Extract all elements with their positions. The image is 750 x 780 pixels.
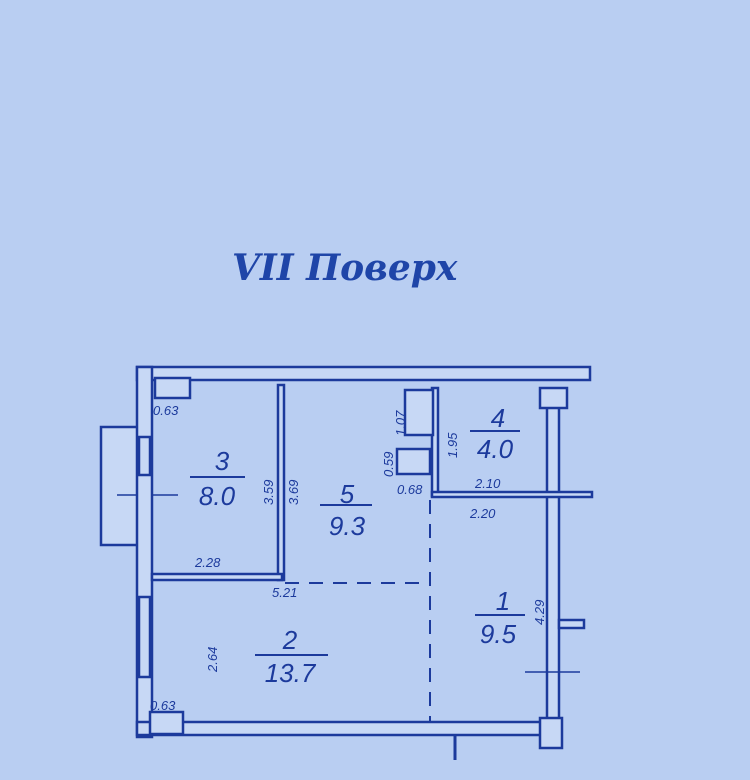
dim-label: 3.69 <box>286 480 301 505</box>
dim-label: 2.20 <box>469 506 496 521</box>
wall-right <box>545 388 561 742</box>
floor-title: VII Поверх <box>232 247 458 289</box>
wall-top <box>135 365 592 382</box>
room-area: 9.5 <box>480 619 517 649</box>
dim-label: 2.64 <box>205 647 220 673</box>
dim-label: 0.63 <box>153 403 179 418</box>
wall-room3-room5 <box>276 383 286 582</box>
wall-stub-right <box>557 618 586 630</box>
dim-label: 0.68 <box>397 482 423 497</box>
room-number: 2 <box>282 625 298 655</box>
dim-label: 2.28 <box>194 555 221 570</box>
column-bottom-left <box>148 710 185 736</box>
dim-label: 4.29 <box>532 600 547 625</box>
window-room-2 <box>137 595 152 679</box>
dim-label: 3.59 <box>261 480 276 505</box>
window-room-3 <box>137 435 152 477</box>
dim-label: 5.21 <box>272 585 297 600</box>
room-area: 8.0 <box>199 481 236 511</box>
room-area: 13.7 <box>265 658 317 688</box>
dim-label: 1.95 <box>445 432 460 458</box>
balcony <box>99 425 141 547</box>
room-area: 9.3 <box>329 511 366 541</box>
room-1-label: 1 9.5 <box>475 586 525 649</box>
room-number: 3 <box>215 446 230 476</box>
room-number: 5 <box>340 479 355 509</box>
room-5-label: 5 9.3 <box>320 479 372 541</box>
wall-room3-room2 <box>150 572 284 582</box>
wall-bottom <box>135 720 559 737</box>
dim-label: 0.59 <box>381 452 396 477</box>
dim-label: 0.63 <box>150 698 176 713</box>
vent-shaft <box>403 388 435 437</box>
dim-label: 1.07 <box>393 410 408 436</box>
room-3-label: 3 8.0 <box>190 446 245 511</box>
column-top-right <box>538 386 569 410</box>
column-top-left <box>153 376 192 400</box>
room-area: 4.0 <box>477 434 514 464</box>
wall-room4-bottom <box>430 490 594 499</box>
room-4-label: 4 4.0 <box>470 403 520 464</box>
vent-shaft-small <box>395 447 432 476</box>
room-number: 4 <box>491 403 505 433</box>
dim-label: 2.10 <box>474 476 501 491</box>
column-bottom-right <box>538 716 564 750</box>
wall-left <box>135 365 154 739</box>
room-number: 1 <box>496 586 510 616</box>
room-2-label: 2 13.7 <box>255 625 328 688</box>
